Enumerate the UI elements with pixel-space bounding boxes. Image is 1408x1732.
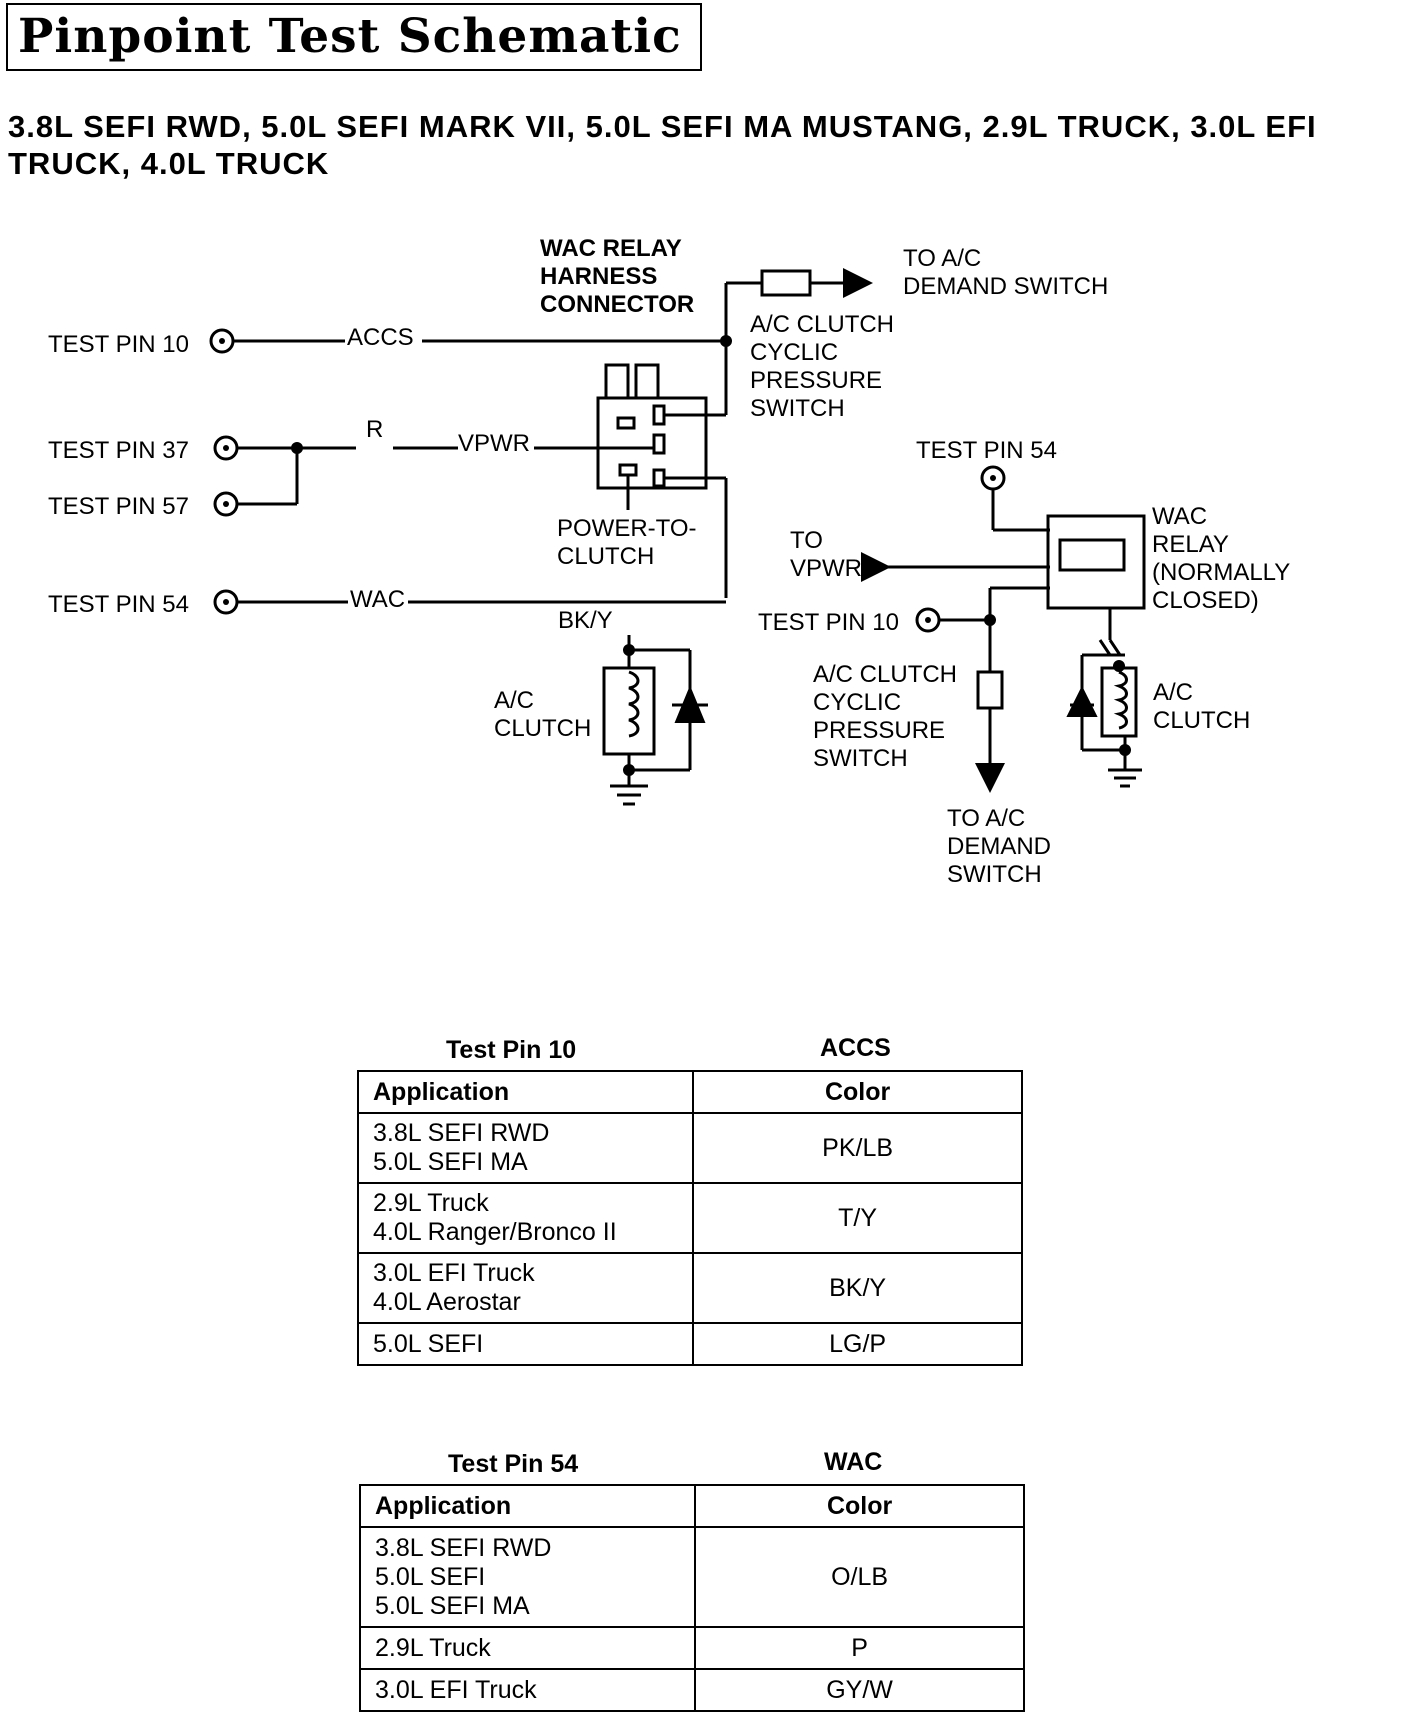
table-pin54-signal: WAC: [824, 1448, 883, 1476]
wire-color: P: [694, 1626, 1025, 1670]
left-test-pin-10-label: TEST PIN 10: [48, 331, 189, 358]
right-to-demand-3: SWITCH: [947, 861, 1042, 888]
page-title: Pinpoint Test Schematic: [18, 9, 682, 64]
right-ac-clutch-2: CLUTCH: [1153, 707, 1250, 734]
app-line: 3.8L SEFI RWD: [375, 1533, 552, 1562]
table-row: 3.0L EFI Truck GY/W: [358, 1668, 1025, 1712]
header-application: Application: [358, 1484, 697, 1528]
header-application: Application: [356, 1070, 695, 1114]
app-line: 5.0L SEFI: [373, 1329, 484, 1358]
table-row: 5.0L SEFI LG/P: [356, 1322, 1023, 1366]
wire-color: T/Y: [692, 1182, 1023, 1254]
app-line: 2.9L Truck: [375, 1633, 491, 1662]
app-line: 5.0L SEFI MA: [373, 1148, 528, 1176]
wire-vpwr-label: VPWR: [458, 430, 530, 457]
wire-color: GY/W: [694, 1668, 1025, 1712]
power-to-clutch-1: POWER-TO-: [557, 515, 697, 542]
app-line: 3.0L EFI Truck: [373, 1259, 535, 1287]
app-line: 2.9L Truck: [373, 1189, 489, 1217]
wire-r-label: R: [366, 416, 383, 443]
left-pressure-switch-2: CYCLIC: [750, 339, 838, 366]
relay-connector-label-2: HARNESS: [540, 263, 657, 290]
right-pressure-switch-3: PRESSURE: [813, 717, 945, 744]
title-box: Pinpoint Test Schematic: [6, 3, 702, 71]
header-color: Color: [694, 1484, 1025, 1528]
wire-color: PK/LB: [692, 1112, 1023, 1184]
header-color: Color: [692, 1070, 1023, 1114]
app-line: 5.0L SEFI: [375, 1562, 486, 1591]
right-to-demand-2: DEMAND: [947, 833, 1051, 860]
wac-relay-1: WAC: [1152, 503, 1207, 530]
table-header-row: Application Color: [356, 1070, 1023, 1114]
left-ac-clutch-2: CLUTCH: [494, 715, 591, 742]
app-line: 3.8L SEFI RWD: [373, 1119, 550, 1147]
page-subtitle: 3.8L SEFI RWD, 5.0L SEFI MARK VII, 5.0L …: [8, 109, 1317, 181]
relay-connector-label-1: WAC RELAY: [540, 235, 682, 262]
app-line: 3.0L EFI Truck: [375, 1675, 537, 1704]
wire-wac-label: WAC: [350, 586, 405, 613]
left-pressure-switch-4: SWITCH: [750, 395, 845, 422]
to-vpwr-2: VPWR: [790, 555, 862, 582]
right-to-demand-1: TO A/C: [947, 805, 1025, 832]
wire-color: LG/P: [692, 1322, 1023, 1366]
table-pin10-signal: ACCS: [820, 1034, 891, 1062]
wac-relay-2: RELAY: [1152, 531, 1229, 558]
app-line: 5.0L SEFI MA: [375, 1591, 530, 1620]
wac-relay-4: CLOSED): [1152, 587, 1259, 614]
app-line: 4.0L Ranger/Bronco II: [373, 1218, 617, 1246]
table-pin10-caption: Test Pin 10: [446, 1036, 577, 1064]
left-test-pin-37-label: TEST PIN 37: [48, 437, 189, 464]
left-pressure-switch-3: PRESSURE: [750, 367, 882, 394]
left-to-demand-1: TO A/C: [903, 245, 981, 272]
right-pressure-switch-1: A/C CLUTCH: [813, 661, 957, 688]
schematic-diagram: WAC RELAY HARNESS CONNECTOR TEST PIN 10 …: [48, 235, 1290, 888]
wire-color: O/LB: [694, 1526, 1025, 1628]
right-pressure-switch-4: SWITCH: [813, 745, 908, 772]
to-vpwr-1: TO: [790, 527, 823, 554]
table-header-row: Application Color: [358, 1484, 1025, 1528]
app-line: 4.0L Aerostar: [373, 1288, 521, 1316]
right-test-pin-54-label: TEST PIN 54: [916, 437, 1057, 464]
table-pin54-caption: Test Pin 54: [448, 1450, 579, 1478]
wire-accs-label: ACCS: [347, 324, 414, 351]
right-ac-clutch-1: A/C: [1153, 679, 1193, 706]
left-test-pin-54-label: TEST PIN 54: [48, 591, 189, 618]
wire-bky-label: BK/Y: [558, 607, 613, 634]
right-test-pin-10-label: TEST PIN 10: [758, 609, 899, 636]
power-to-clutch-2: CLUTCH: [557, 543, 654, 570]
table-row: 2.9L Truck P: [358, 1626, 1025, 1670]
left-to-demand-2: DEMAND SWITCH: [903, 273, 1108, 300]
left-pressure-switch-1: A/C CLUTCH: [750, 311, 894, 338]
wac-relay-3: (NORMALLY: [1152, 559, 1290, 586]
right-pressure-switch-2: CYCLIC: [813, 689, 901, 716]
relay-connector-label-3: CONNECTOR: [540, 291, 694, 318]
left-test-pin-57-label: TEST PIN 57: [48, 493, 189, 520]
left-ac-clutch-1: A/C: [494, 687, 534, 714]
wire-color: BK/Y: [692, 1252, 1023, 1324]
